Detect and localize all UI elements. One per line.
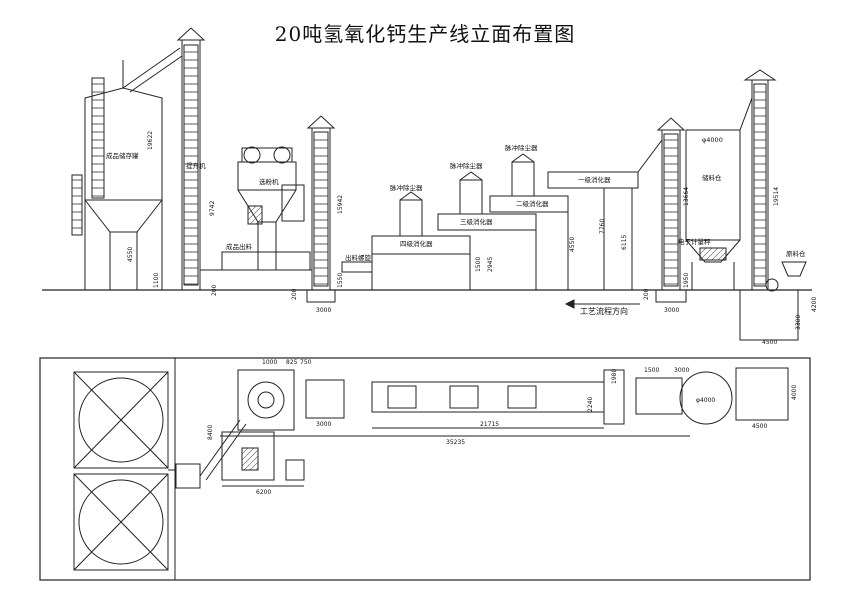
dim-plan-6200: 6200	[256, 489, 271, 496]
storage-tank	[71, 60, 163, 290]
dim-tank-h: 19622	[147, 131, 154, 150]
dim-plan-4000: 4000	[791, 385, 798, 400]
dim-elev2-base: 1550	[337, 273, 344, 288]
dim-plan-21715: 21715	[480, 421, 499, 428]
separator-unit	[200, 146, 312, 271]
label-separator: 选粉机	[259, 177, 279, 186]
dim-plan-1980: 1980	[611, 369, 618, 384]
dim-elev3-w: 3000	[664, 307, 679, 314]
elevator-3	[637, 117, 687, 303]
dim-elev2-h: 15942	[337, 195, 344, 214]
flow-arrow	[564, 299, 640, 309]
dim-plan-1500: 1500	[644, 367, 659, 374]
dim-tank-base: 1100	[153, 273, 160, 288]
plan-digesters	[371, 367, 789, 425]
label-raw-bin: 原料仓	[786, 249, 806, 258]
plan-tanks	[73, 371, 169, 571]
dim-2945: 2945	[487, 257, 494, 272]
dim-4550: 4550	[569, 237, 576, 252]
elevation-labels: 成品储存罐 提升机 选粉机 成品出料 出料螺旋 脉冲除尘器 脉冲除尘器 脉冲除尘…	[106, 136, 806, 316]
dim-plan-dia: φ4000	[696, 397, 715, 404]
dim-plan-4500: 4500	[752, 423, 767, 430]
dim-elev3-base: 1950	[683, 273, 690, 288]
elevation-view	[42, 27, 812, 341]
label-flow-direction: 工艺流程方向	[580, 306, 628, 316]
dim-plan-3000b: 3000	[674, 367, 689, 374]
dim-7760: 7760	[599, 219, 606, 234]
dim-elev2-w: 3000	[316, 307, 331, 314]
dim-sep-h: 9742	[209, 201, 216, 216]
dim-pit-h: 4200	[811, 297, 818, 312]
dim-plan-825: 825	[286, 359, 298, 366]
plan-view	[39, 357, 811, 581]
label-elevator-1: 提升机	[186, 161, 206, 170]
elevator-1	[122, 27, 206, 291]
label-discharge-screw: 出料螺旋	[345, 253, 372, 262]
label-storage-tank: 成品储存罐	[106, 151, 139, 160]
elevation-dimensions: 19622 4550 1100 200 9742 15942 1550 200 …	[127, 131, 818, 346]
digester-train	[341, 153, 639, 290]
plan-border	[39, 357, 811, 581]
dim-plan-3000a: 3000	[316, 421, 331, 428]
dim-pit-sub: 3300	[795, 315, 802, 330]
page-title: 20吨氢氧化钙生产线立面布置图	[274, 22, 576, 46]
elevator-2	[306, 115, 336, 303]
dim-pit-w: 4500	[762, 339, 777, 346]
dim-plan-750: 750	[300, 359, 312, 366]
label-digester-2: 二级消化器	[516, 199, 549, 208]
label-finished-outlet: 成品出料	[226, 242, 253, 251]
plan-separator	[221, 369, 345, 481]
label-silo-dia: φ4000	[702, 136, 723, 144]
dim-plan-1000: 1000	[262, 359, 277, 366]
label-pulse-dust-3: 脉冲除尘器	[505, 143, 538, 152]
dim-elev3-h: 13664	[683, 187, 690, 206]
dim-6115: 6115	[621, 235, 628, 250]
dim-1500: 1500	[475, 257, 482, 272]
dim-elev3-pit: 200	[643, 288, 650, 300]
label-scale: 电子计量秤	[678, 237, 711, 246]
dim-raw-elev-h: 19514	[773, 187, 780, 206]
label-digester-4: 四级消化器	[400, 239, 433, 248]
dim-tank-cone: 4550	[127, 247, 134, 262]
label-pulse-dust-2: 脉冲除尘器	[450, 161, 483, 170]
label-pulse-dust-1: 脉冲除尘器	[390, 183, 423, 192]
dim-plan-2240: 2240	[587, 397, 594, 412]
label-digester-1: 一级消化器	[578, 175, 611, 184]
dim-elev1-h: 200	[211, 284, 218, 296]
raw-elevator	[739, 69, 807, 341]
raw-silo	[685, 129, 741, 290]
label-raw-silo: 储料仓	[702, 173, 722, 182]
plan-conveyor-1	[168, 419, 247, 489]
label-digester-3: 三级消化器	[460, 217, 493, 226]
dim-plan-35235: 35235	[446, 439, 465, 446]
plan-dimensions: 6200 1000 825 750 8400 3000 21715 35235 …	[207, 359, 798, 496]
dim-plan-8400: 8400	[207, 425, 214, 440]
dim-elev2-pit: 200	[291, 288, 298, 300]
